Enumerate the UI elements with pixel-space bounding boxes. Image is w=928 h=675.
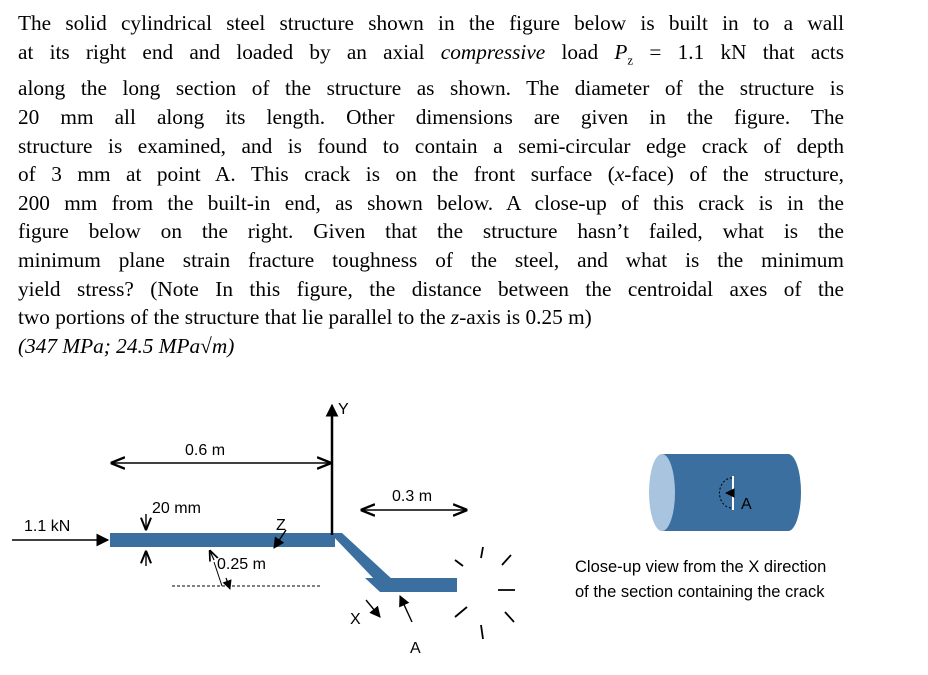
y-axis-label: Y [338,401,349,418]
problem-line-6: of 3 mm at point A. This crack is on the… [18,162,844,187]
problem-line-8: figure below on the right. Given that th… [18,219,844,244]
closeup-cylinder-left-end [649,454,675,531]
offset-leader [213,561,223,587]
x-axis-arrow [365,599,381,618]
problem-line-3: along the long section of the structure … [18,76,844,101]
problem-line-1: The solid cylindrical steel structure sh… [18,11,844,35]
closeup-cylinder: A [649,454,801,531]
point-a-label: A [410,640,421,657]
closeup-cylinder-right-cap [775,454,801,531]
problem-line-7: 200 mm from the built-in end, as shown b… [18,190,844,215]
problem-line-2: at its right end and loaded by an axial … [18,39,845,67]
answer-text: (347 MPa; 24.5 MPa√m) [18,333,235,358]
structure-right-segment [365,578,457,592]
crack-outline [719,477,733,509]
z-axis-label: Z [276,517,286,534]
structure-inclined-segment [330,533,393,580]
problem-line-10: yield stress? (Note In this figure, the … [18,276,844,301]
closeup-caption-line-1: Close-up view from the X direction [575,558,826,576]
offset-arrow-down [222,577,232,590]
structure-left-segment [110,533,335,547]
x-axis-label: X [350,611,361,628]
dimension-0-6m-label: 0.6 m [185,442,225,459]
problem-line-9: minimum plane strain fracture toughness … [18,248,844,272]
offset-arrow-up [210,551,214,560]
dimension-0-3m-label: 0.3 m [392,488,432,505]
dimension-0-25m-label: 0.25 m [217,556,266,573]
fixed-support-marks [454,546,515,640]
closeup-caption-line-2: of the section containing the crack [575,583,825,601]
z-axis-arrow [273,529,287,549]
closeup-a-label: A [741,496,752,513]
load-label: 1.1 kN [24,518,70,535]
problem-line-4: 20 mm all along its length. Other dimens… [18,105,844,130]
point-a-arrow [399,594,413,623]
closeup-cylinder-body [662,454,788,531]
problem-line-5: structure is examined, and is found to c… [18,133,844,158]
problem-line-11: two portions of the structure that lie p… [18,305,592,330]
dimension-20mm-label: 20 mm [152,500,201,517]
steel-structure [110,533,457,592]
problem-text: The solid cylindrical steel structure sh… [18,9,844,360]
